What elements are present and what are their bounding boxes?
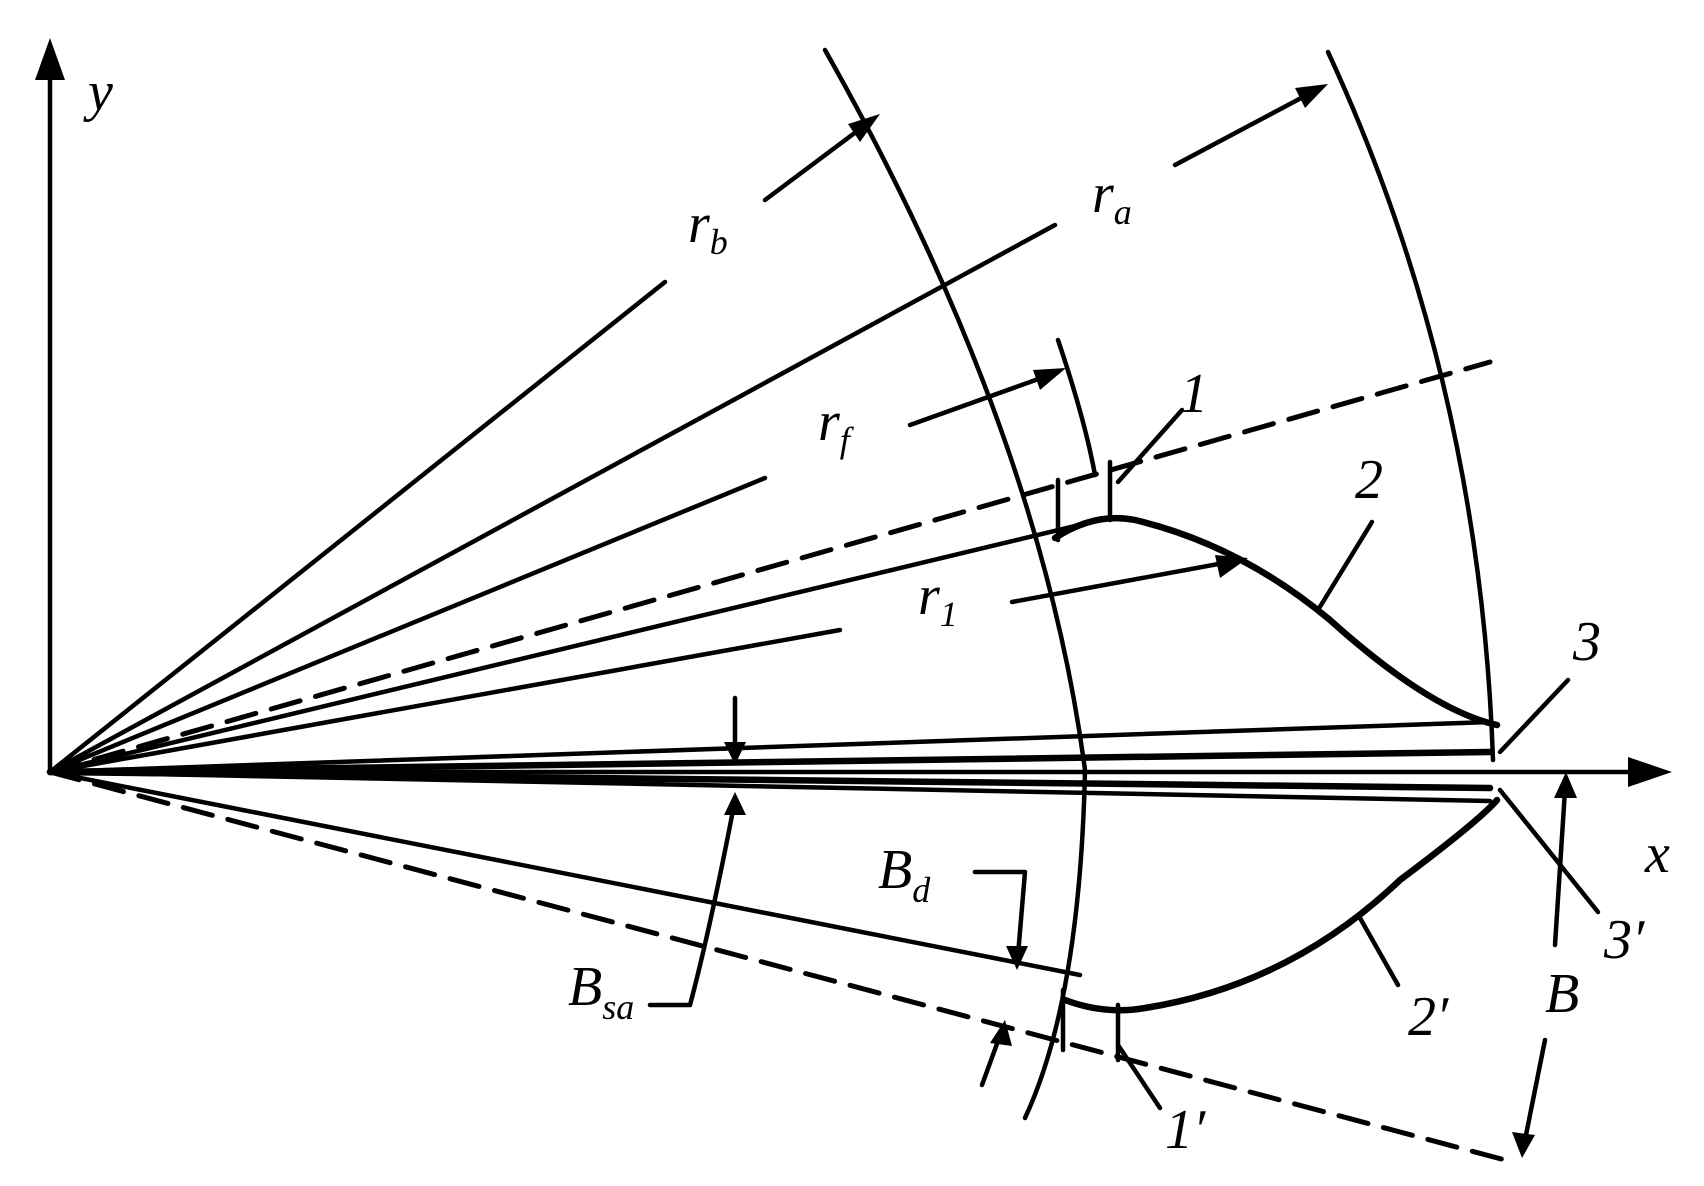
callout-1: 1 xyxy=(1180,363,1208,425)
leader-3 xyxy=(1497,677,1571,755)
radial-line-2 xyxy=(47,222,1058,775)
callout-3p: 3′ xyxy=(1603,909,1645,971)
x-axis-arrow xyxy=(1628,757,1672,787)
dashed-line-upper xyxy=(47,359,1493,775)
radial-lines xyxy=(46,222,1494,978)
ra-label: ra xyxy=(1092,163,1132,232)
dashed-lines xyxy=(47,359,1508,1163)
dimension-arrows xyxy=(647,84,1577,1158)
ra-leader xyxy=(1172,85,1323,168)
callout-2p: 2′ xyxy=(1408,986,1449,1048)
bd-label: Bd xyxy=(878,839,931,910)
b-label: B xyxy=(1545,963,1579,1025)
bsa-label: Bsa xyxy=(568,956,634,1027)
bd-arrowhead xyxy=(1006,946,1028,970)
radial-line-8 xyxy=(47,769,1083,978)
coordinate-axes xyxy=(35,38,1672,787)
rb-arrowhead xyxy=(848,114,880,142)
radial-line-6 xyxy=(47,719,1493,775)
callout-3: 3 xyxy=(1572,611,1601,673)
center-line-upper xyxy=(46,748,1494,776)
rb-leader xyxy=(762,117,875,203)
leader-2p xyxy=(1357,915,1401,988)
dashed-line-lower xyxy=(47,769,1508,1163)
root-circle-arc xyxy=(822,47,1088,1121)
callout-1p: 1′ xyxy=(1165,1099,1206,1161)
rf-leader xyxy=(907,369,1061,428)
radial-line-4 xyxy=(47,517,1103,775)
rf-label: rf xyxy=(818,391,855,460)
radial-line-1 xyxy=(47,279,668,775)
radial-line-3 xyxy=(47,475,768,775)
rb-label: rb xyxy=(688,193,728,262)
b-arrowhead-upper xyxy=(1554,772,1577,798)
center-line-lower xyxy=(46,768,1494,792)
bd-leader xyxy=(972,869,1028,958)
leader-3p xyxy=(1497,787,1601,915)
y-axis-arrow xyxy=(35,38,65,80)
lower-tooth-profile xyxy=(1061,796,1501,1014)
b-arrowhead-lower xyxy=(1512,1132,1535,1158)
leader-1 xyxy=(1115,407,1185,485)
bd-lower-arrowhead xyxy=(990,1020,1012,1046)
ra-arrowhead xyxy=(1295,84,1328,108)
r1-arrowhead xyxy=(1215,555,1248,578)
addendum-circle-arc xyxy=(1325,49,1496,763)
tooth-profiles xyxy=(1051,459,1501,1063)
labels: y x rb ra rf r1 1 2 3 3′ 2′ 1′ Bd Bsa B xyxy=(83,61,1670,1161)
b-arrow-lower xyxy=(1522,1037,1548,1143)
x-axis-label: x xyxy=(1644,823,1670,885)
rf-arrowhead xyxy=(1033,368,1066,390)
bsa-leader xyxy=(647,797,738,1008)
leader-2 xyxy=(1315,519,1375,613)
r1-leader xyxy=(1009,557,1243,605)
radial-line-5 xyxy=(47,627,843,775)
circular-arcs xyxy=(822,47,1496,1121)
y-axis-label: y xyxy=(83,61,113,123)
r1-label: r1 xyxy=(918,565,958,634)
leader-1p xyxy=(1115,1042,1163,1111)
upper-tooth-profile xyxy=(1051,514,1501,729)
callout-2: 2 xyxy=(1355,449,1383,511)
callout-leaders xyxy=(1115,407,1601,1111)
fillet-circle-arc xyxy=(1055,337,1098,478)
bsa-arrowhead-upper xyxy=(724,742,746,765)
